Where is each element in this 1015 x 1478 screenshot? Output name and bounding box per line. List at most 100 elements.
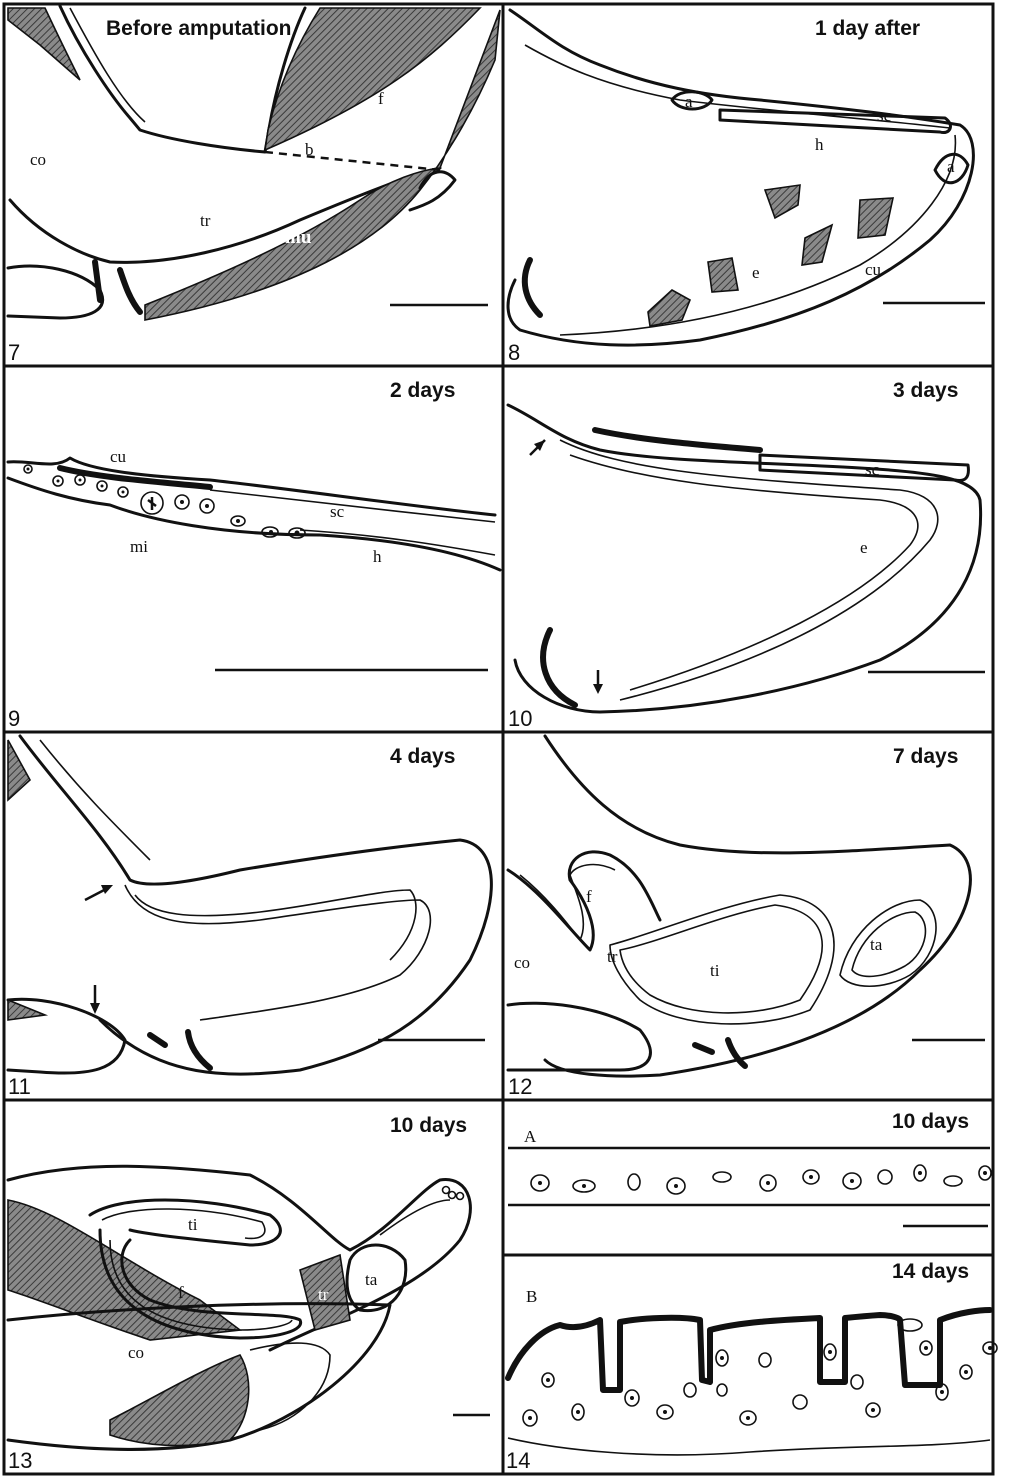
hatched-muscle-lower [110,1355,249,1445]
panel-number: 11 [8,1074,31,1099]
leg-inner-loop [125,885,430,1020]
panel-number: 9 [8,706,20,731]
panel-number: 12 [508,1074,532,1099]
panel-number: 10 [508,706,532,731]
panel-7-border [4,4,503,366]
label-ti: ti [188,1215,198,1234]
panel-title: 3 days [893,379,958,402]
label-f: f [178,1283,184,1302]
epidermis-top-line [8,458,495,515]
panel-number: 13 [8,1448,32,1473]
panel-10: 3 days sc e 10 [503,366,993,732]
epidermal-nuclei-row [531,1165,991,1194]
label-co: co [30,150,46,169]
label-b: b [305,140,314,159]
label-sc: sc [330,502,345,521]
panel-12: 7 days f co tr ti ta 12 [503,732,993,1100]
subpanel-letter: A [524,1127,537,1146]
stump-outer-outline [508,10,973,345]
coxa-lower-lobe [8,266,103,318]
panel-7: Before amputation co f b tr mu 7 [4,4,503,366]
corner-hatched-top [8,740,30,800]
epidermis-inner-line-2 [570,455,918,690]
tarsus-ta-inner [852,912,925,976]
label-mu: mu [285,227,312,248]
coxa-inner-line [250,1343,330,1430]
articulation-mark [543,630,575,705]
label-a-top: a [685,92,693,111]
muscle-fragment-4 [708,258,738,292]
muscle-fragment-2 [858,198,893,238]
articulation-marks [150,1032,210,1068]
muscle-fragment-5 [648,290,690,326]
label-h: h [815,135,824,154]
label-sc: sc [877,106,892,125]
corner-hatched-region [8,8,80,80]
articulation-marks [695,1040,745,1066]
tibia-ti-inner [620,905,822,1013]
label-f: f [378,89,384,108]
panel-13: 10 days ti f tr ta co 13 [4,1100,503,1474]
panel-title: 10 days [390,1114,467,1137]
label-co: co [128,1343,144,1362]
label-h: h [373,547,382,566]
cuticle-heavy-top [595,430,760,450]
panel-title: 7 days [893,745,958,768]
label-cu: cu [110,447,127,466]
panel-number: 8 [508,340,520,365]
arrow-bottom-head [593,684,603,694]
tip-nuclei [443,1187,464,1200]
femur-fold-inner [520,865,615,940]
scab-line [210,490,495,522]
label-co: co [514,953,530,972]
tibia-ti-outline [610,895,834,1024]
coxa-lower-lobe [508,1003,650,1070]
subpanel-letter: B [526,1287,537,1306]
panel-title: Before amputation [106,17,292,40]
panel-8-border [503,4,993,366]
amputation-line [265,152,440,170]
leg-inner-loop-2 [135,890,416,960]
muscle-fragment-3 [802,225,832,265]
label-tr: tr [607,947,618,966]
femur-fold-outline [508,852,660,950]
label-e: e [752,263,760,282]
leg-inner-top [40,740,150,860]
label-sc: sc [865,460,880,479]
subpanel-title: 14 days [892,1260,969,1283]
articulation-mark [525,260,540,315]
subpanel-a: A 10 days [508,1110,991,1226]
label-ti: ti [710,961,720,980]
cuticle-folds-heavy [508,1310,990,1390]
label-tr: tr [318,1285,329,1304]
label-f: f [586,887,592,906]
panel-11: 4 days 11 [4,732,503,1100]
arrow-lower-head [90,1003,100,1014]
panel-14: A 10 days [503,1100,997,1474]
panel-number: 14 [506,1448,530,1473]
muscle-fragment-1 [765,185,800,218]
panel-9: 2 days cu mi sc h 9 [4,366,503,732]
basement-line [508,1438,990,1455]
label-ta: ta [870,935,883,954]
corner-hatched-region [8,1000,45,1020]
label-cu: cu [865,260,882,279]
panel-title: 4 days [390,745,455,768]
epidermis-bottom-line [8,478,500,570]
panel-10-border [503,366,993,732]
label-e: e [860,538,868,557]
panel-8: 1 day after a sc h a e cu 8 [503,4,993,366]
stump-inner-line-bottom [560,135,955,335]
distal-tip-line [380,1200,450,1235]
panel-title: 2 days [390,379,455,402]
label-mi: mi [130,537,148,556]
subpanel-title: 10 days [892,1110,969,1133]
label-a-right: a [947,157,955,176]
label-tr: tr [200,211,211,230]
leg-outer-outline [545,736,970,1076]
panel-title: 1 day after [815,17,920,40]
panel-number: 7 [8,340,20,365]
scab-sc [720,110,950,133]
tibia-ti-inner [102,1209,265,1238]
